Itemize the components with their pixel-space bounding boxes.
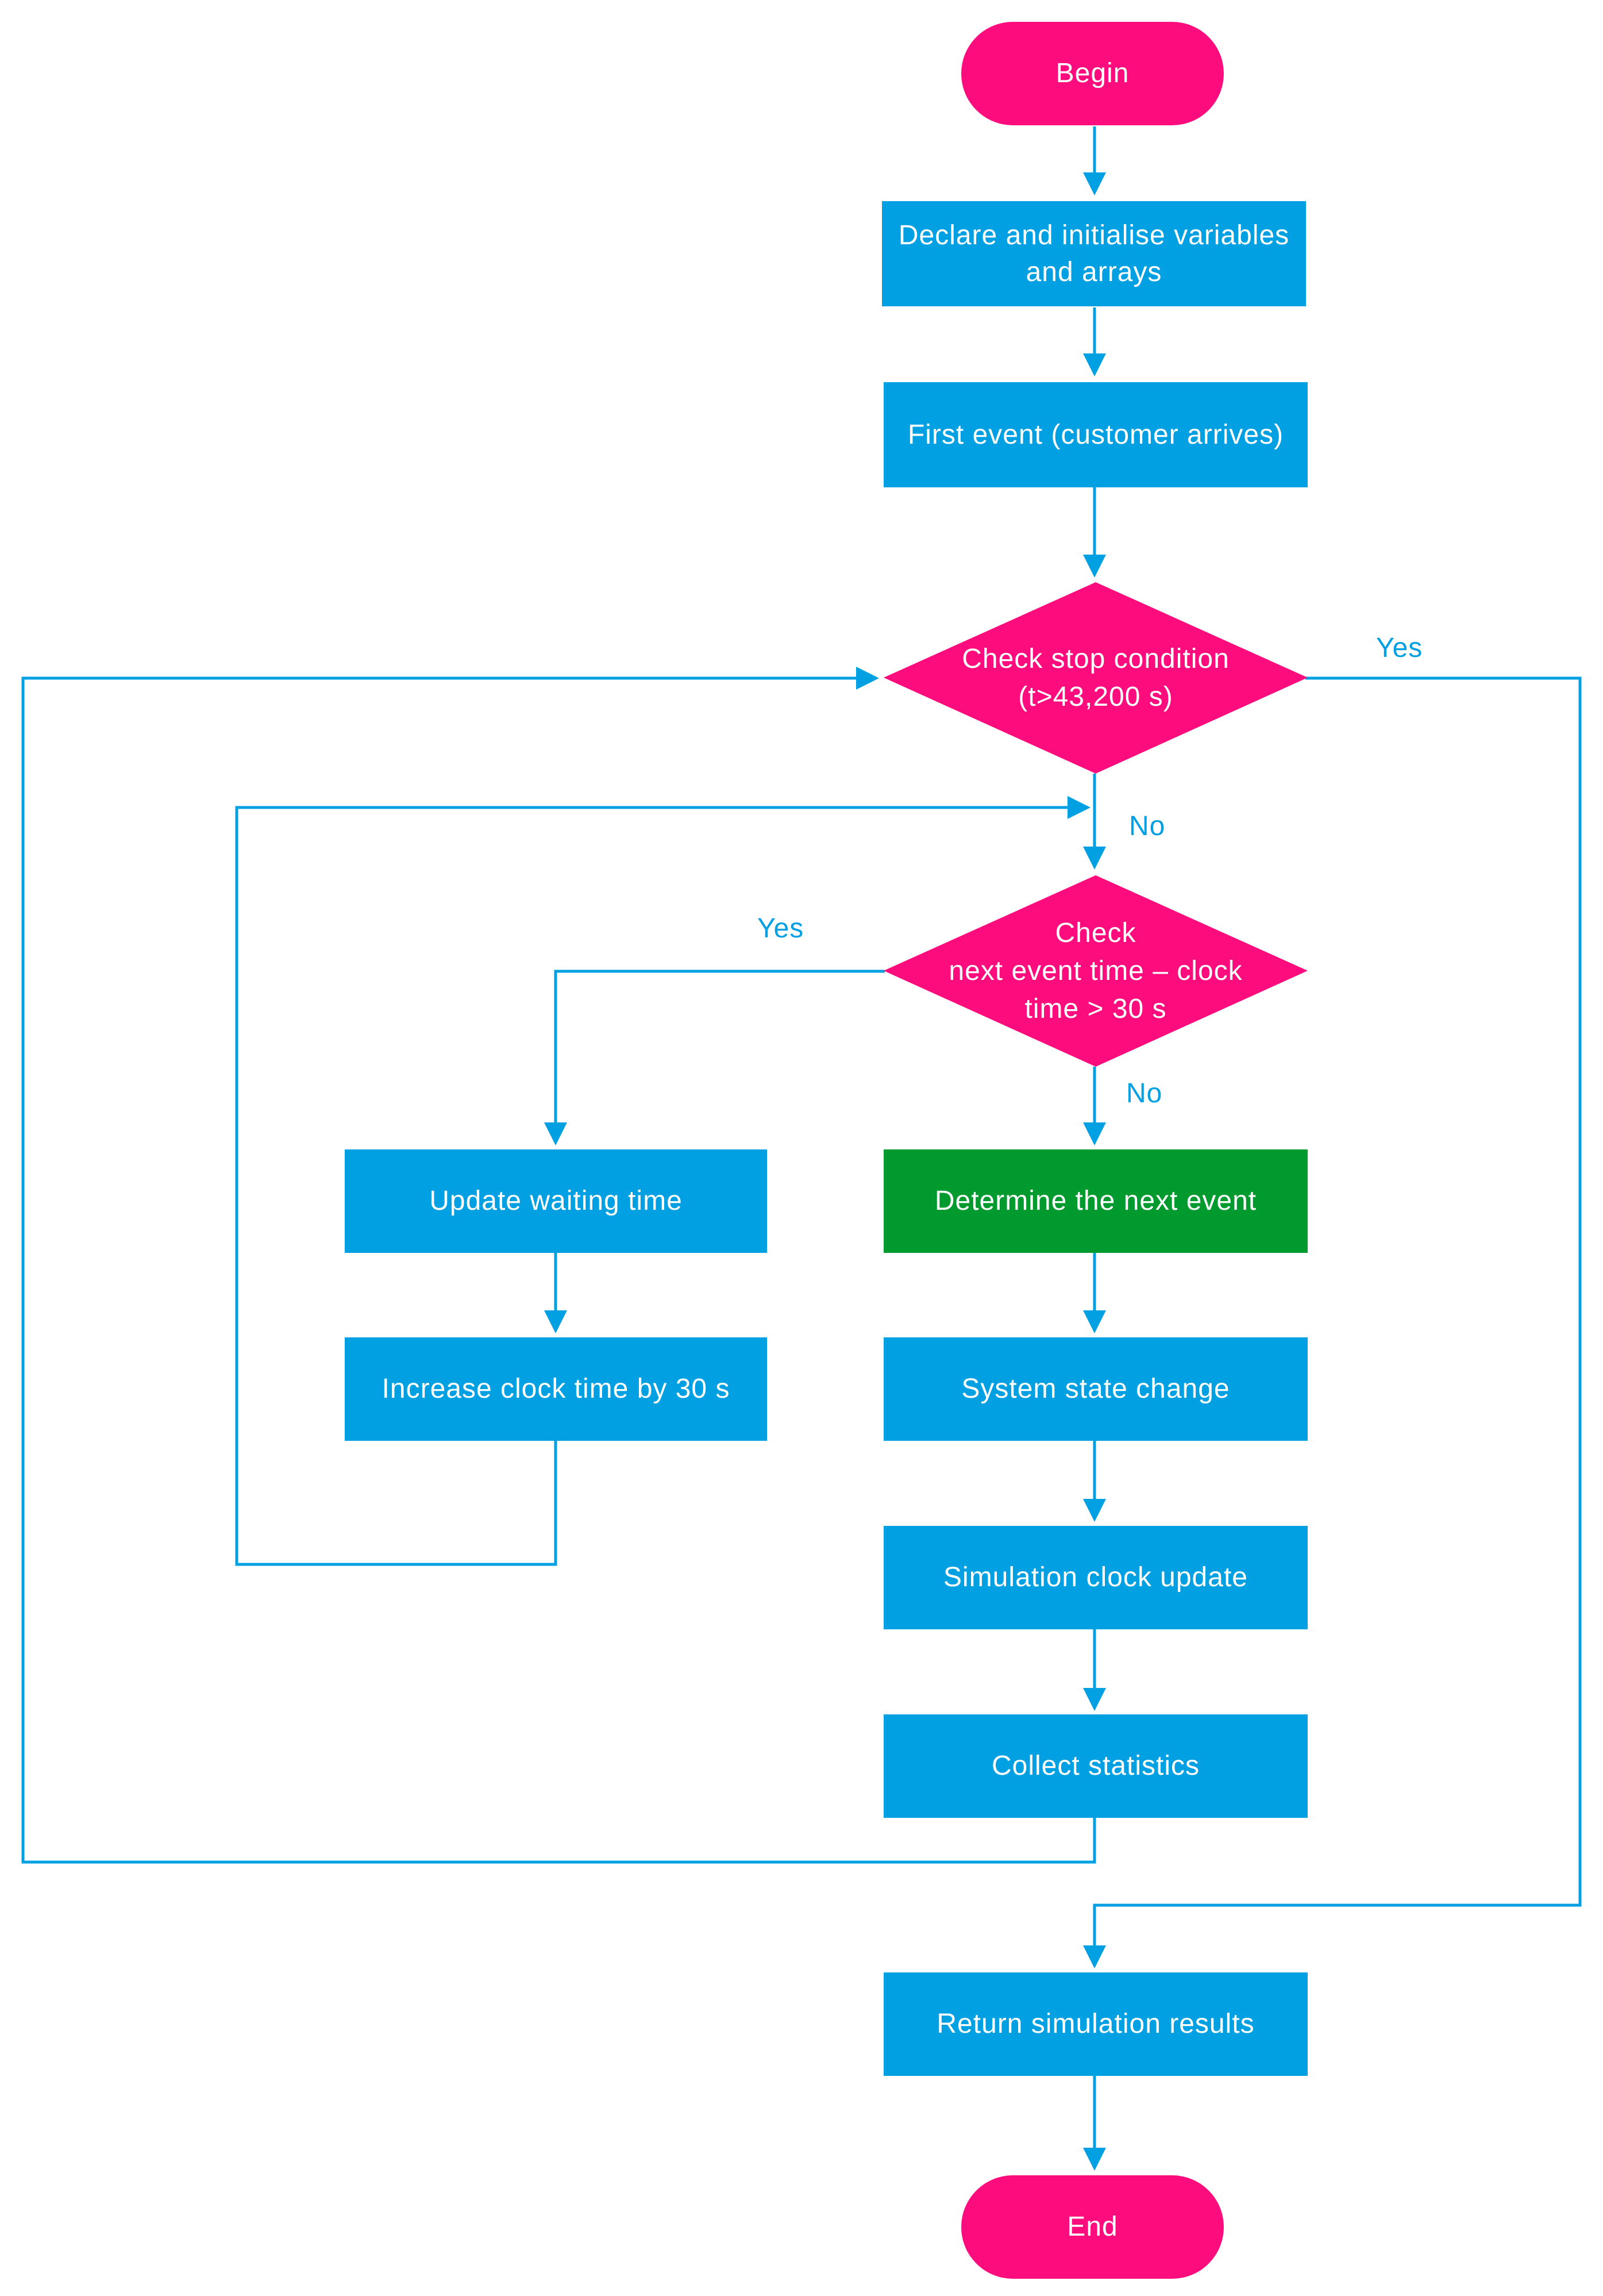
determine-next-event-box: Determine the next event: [884, 1149, 1308, 1253]
increase-clock-label: Increase clock time by 30 s: [382, 1374, 730, 1404]
clock-update-label: Simulation clock update: [943, 1562, 1248, 1593]
simulation-clock-update-box: Simulation clock update: [884, 1526, 1308, 1629]
edge-stop-yes-to-return: [1083, 676, 1582, 1968]
edge-increase-loop-back: [235, 796, 1090, 1566]
state-change-label: System state change: [961, 1374, 1230, 1404]
next-event-line2: next event time – clock: [949, 955, 1243, 986]
system-state-change-box: System state change: [884, 1337, 1308, 1441]
stop-yes-label: Yes: [1376, 633, 1423, 663]
update-waiting-time-box: Update waiting time: [345, 1149, 767, 1253]
next-event-diamond-shape: [884, 875, 1308, 1067]
return-results-label: Return simulation results: [937, 2009, 1255, 2039]
determine-next-label: Determine the next event: [934, 1186, 1257, 1216]
stop-condition-line1: Check stop condition: [962, 643, 1230, 674]
begin-terminal: Begin: [961, 22, 1224, 125]
first-event-box: First event (customer arrives): [884, 382, 1308, 487]
declare-variables-box: Declare and initialise variables and arr…: [882, 201, 1306, 306]
end-label: End: [1067, 2212, 1118, 2242]
stop-condition-text: Check stop condition (t>43,200 s): [884, 582, 1308, 774]
next-event-text: Check next event time – clock time > 30 …: [884, 875, 1308, 1067]
first-event-label: First event (customer arrives): [907, 419, 1284, 450]
increase-clock-box: Increase clock time by 30 s: [345, 1337, 767, 1441]
begin-label: Begin: [1055, 58, 1130, 89]
end-terminal: End: [961, 2175, 1224, 2279]
next-event-time-decision: Check next event time – clock time > 30 …: [884, 875, 1308, 1067]
return-results-box: Return simulation results: [884, 1972, 1308, 2076]
update-waiting-label: Update waiting time: [429, 1186, 683, 1216]
next-no-label: No: [1126, 1078, 1163, 1109]
stop-condition-line2: (t>43,200 s): [1018, 681, 1173, 712]
stop-no-label: No: [1129, 811, 1166, 841]
edge-collect-loop-back: [21, 667, 1096, 1864]
declare-label-line2: and arrays: [1026, 256, 1162, 287]
stop-condition-decision: Check stop condition (t>43,200 s): [884, 582, 1308, 774]
next-event-line1: Check: [1055, 917, 1136, 948]
next-event-line3: time > 30 s: [1024, 993, 1167, 1024]
collect-statistics-box: Collect statistics: [884, 1714, 1308, 1818]
collect-stats-label: Collect statistics: [991, 1751, 1200, 1781]
next-yes-label: Yes: [757, 913, 804, 944]
declare-label-line1: Declare and initialise variables: [898, 220, 1290, 251]
stop-condition-diamond-shape: [884, 582, 1308, 774]
edge-next-yes-to-update-waiting: [544, 970, 885, 1145]
